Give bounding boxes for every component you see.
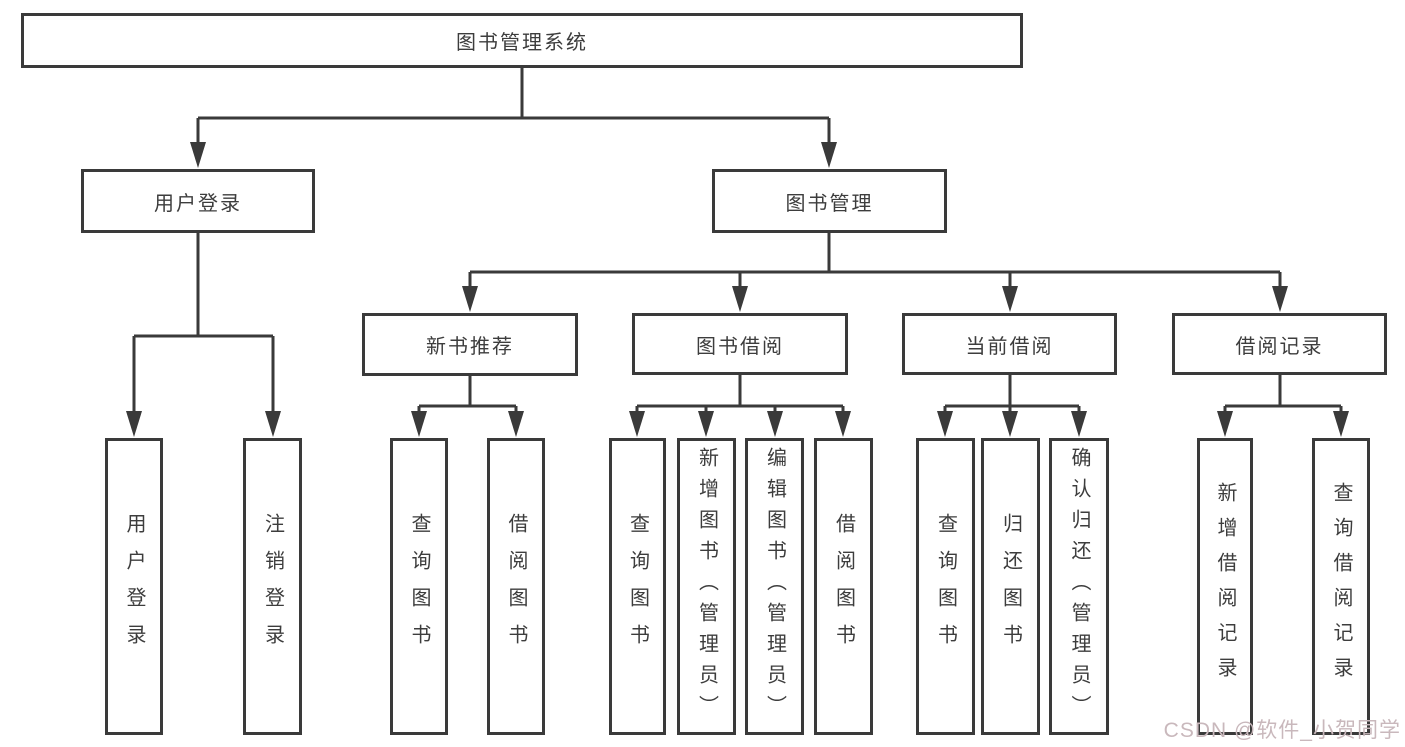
node-library-system: 图书管理系统 <box>21 13 1023 68</box>
connector-lines <box>132 68 1343 415</box>
leaf-edit-books-admin: 编辑图书（管理员） <box>745 438 804 735</box>
node-book-borrow: 图书借阅 <box>632 313 848 375</box>
leaf-return-books: 归还图书 <box>981 438 1040 735</box>
leaf-borrow-books-recommend: 借阅图书 <box>487 438 545 735</box>
leaf-query-borrow-record: 查询借阅记录 <box>1312 438 1370 735</box>
node-label: 当前借阅 <box>965 335 1054 358</box>
leaf-add-borrow-record: 新增借阅记录 <box>1197 438 1253 735</box>
leaf-label: 新增图书（管理员） <box>695 447 718 726</box>
leaf-query-books-recommend: 查询图书 <box>390 438 448 735</box>
node-current-borrow: 当前借阅 <box>902 313 1117 375</box>
node-user-login: 用户登录 <box>81 169 315 233</box>
leaf-borrow-books: 借阅图书 <box>814 438 873 735</box>
leaf-label: 查询图书 <box>626 512 649 661</box>
node-label: 图书管理系统 <box>456 32 588 54</box>
node-label: 借阅记录 <box>1235 335 1324 358</box>
node-label: 图书借阅 <box>696 335 784 358</box>
node-label: 新书推荐 <box>426 336 514 358</box>
node-label: 用户登录 <box>154 192 242 215</box>
leaf-user-login: 用户登录 <box>105 438 163 735</box>
connector-arrowheads <box>126 142 1349 437</box>
leaf-label: 用户登录 <box>123 512 145 661</box>
leaf-label: 查询图书 <box>934 512 957 661</box>
leaf-label: 借阅图书 <box>832 512 855 661</box>
leaf-label: 借阅图书 <box>505 512 527 661</box>
leaf-label: 新增借阅记录 <box>1214 481 1236 692</box>
leaf-logout: 注销登录 <box>243 438 302 735</box>
leaf-query-books-borrow: 查询图书 <box>609 438 666 735</box>
leaf-label: 编辑图书（管理员） <box>763 447 786 726</box>
node-label: 图书管理 <box>785 192 874 215</box>
node-book-management: 图书管理 <box>712 169 947 233</box>
leaf-query-books-current: 查询图书 <box>916 438 975 735</box>
leaf-label: 注销登录 <box>261 512 284 661</box>
leaf-label: 归还图书 <box>999 512 1022 661</box>
leaf-label: 查询借阅记录 <box>1330 481 1352 692</box>
leaf-add-books-admin: 新增图书（管理员） <box>677 438 736 735</box>
leaf-label: 查询图书 <box>408 512 430 661</box>
node-new-book-recommend: 新书推荐 <box>362 313 578 376</box>
csdn-watermark: CSDN @软件_小贺同学 <box>1163 719 1401 742</box>
leaf-label: 确认归还（管理员） <box>1068 447 1090 726</box>
node-borrow-records: 借阅记录 <box>1172 313 1387 375</box>
leaf-confirm-return-admin: 确认归还（管理员） <box>1049 438 1109 735</box>
